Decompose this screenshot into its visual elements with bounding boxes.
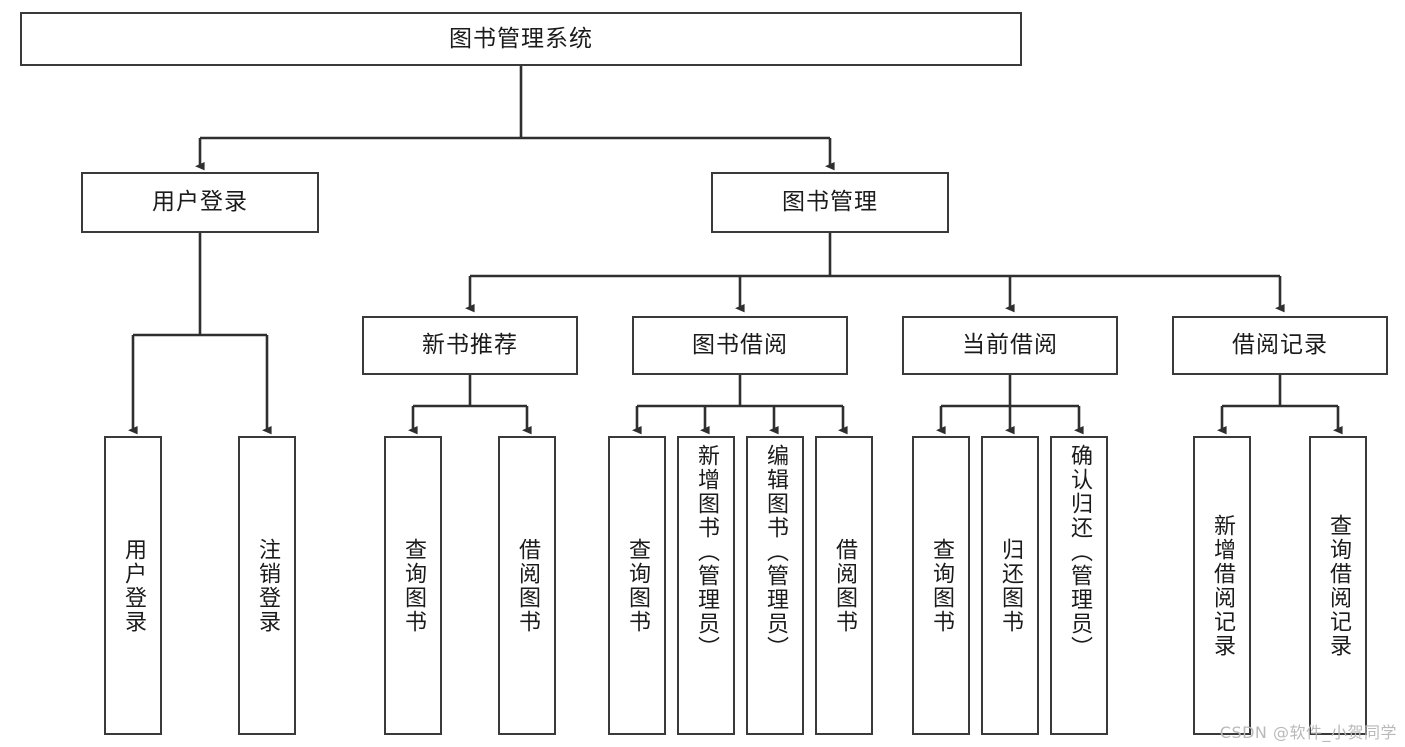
node-root-system[interactable]: 图书管理系统 — [20, 12, 1022, 66]
leaf-new-book-query-book[interactable]: 查询图书 — [384, 436, 442, 735]
node-label: 当前借阅 — [962, 332, 1058, 359]
node-current-borrow[interactable]: 当前借阅 — [902, 316, 1118, 375]
leaf-book-borrow-borrow-book[interactable]: 借阅图书 — [815, 436, 873, 735]
node-label: 查询图书 — [400, 537, 426, 634]
node-book-management[interactable]: 图书管理 — [711, 172, 949, 233]
node-label: 图书管理 — [782, 189, 878, 216]
node-label: 新增借阅记录 — [1209, 513, 1235, 658]
leaf-current-borrow-return-book[interactable]: 归还图书 — [981, 436, 1039, 735]
node-new-book-recommend[interactable]: 新书推荐 — [362, 316, 578, 375]
leaf-borrow-record-query-record[interactable]: 查询借阅记录 — [1309, 436, 1367, 735]
leaf-current-borrow-confirm-return-admin[interactable]: 确认归还（管理员） — [1050, 436, 1108, 735]
node-book-borrow[interactable]: 图书借阅 — [632, 316, 848, 375]
node-label: 查询图书 — [624, 537, 650, 634]
leaf-book-borrow-add-book-admin[interactable]: 新增图书（管理员） — [677, 436, 735, 735]
node-label: 借阅图书 — [831, 537, 857, 634]
node-label: 查询借阅记录 — [1325, 513, 1351, 658]
node-label: 图书借阅 — [692, 332, 788, 359]
watermark-text: CSDN @软件_小贺同学 — [1219, 723, 1397, 742]
node-label: 新书推荐 — [422, 332, 518, 359]
node-borrow-record[interactable]: 借阅记录 — [1172, 316, 1388, 375]
node-label: 确认归还（管理员） — [1066, 444, 1092, 660]
node-label: 借阅图书 — [514, 537, 540, 634]
leaf-user-login-login[interactable]: 用户登录 — [104, 436, 162, 735]
node-user-login[interactable]: 用户登录 — [81, 172, 319, 233]
leaf-borrow-record-add-record[interactable]: 新增借阅记录 — [1193, 436, 1251, 735]
node-label: 注销登录 — [254, 537, 280, 634]
node-label: 编辑图书（管理员） — [762, 444, 788, 660]
node-label: 用户登录 — [152, 189, 248, 216]
node-label: 新增图书（管理员） — [693, 444, 719, 660]
node-label: 归还图书 — [997, 537, 1023, 634]
leaf-book-borrow-query-book[interactable]: 查询图书 — [608, 436, 666, 735]
node-label: 图书管理系统 — [449, 25, 593, 52]
leaf-book-borrow-edit-book-admin[interactable]: 编辑图书（管理员） — [746, 436, 804, 735]
node-label: 借阅记录 — [1232, 332, 1328, 359]
leaf-current-borrow-query-book[interactable]: 查询图书 — [912, 436, 970, 735]
node-label: 用户登录 — [120, 537, 146, 634]
leaf-user-login-logout[interactable]: 注销登录 — [238, 436, 296, 735]
leaf-new-book-borrow-book[interactable]: 借阅图书 — [498, 436, 556, 735]
node-label: 查询图书 — [928, 537, 954, 634]
